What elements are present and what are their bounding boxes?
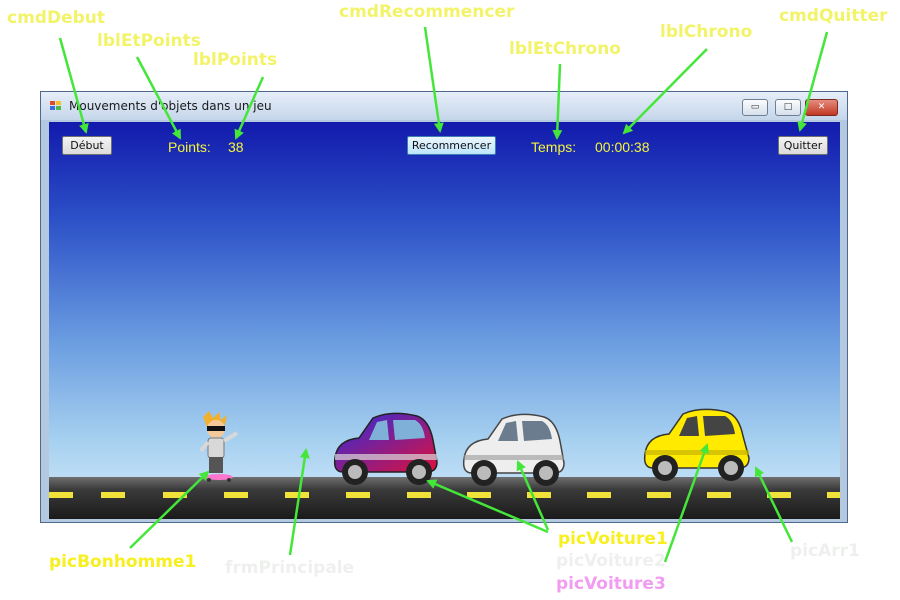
car-yellow — [643, 408, 750, 481]
recommencer-button[interactable]: Recommencer — [407, 136, 496, 155]
points-value: 38 — [228, 139, 244, 155]
app-window: Mouvements d'objets dans un jeu ▭ □ ✕ Dé… — [40, 91, 848, 523]
window-title: Mouvements d'objets dans un jeu — [69, 99, 272, 113]
maximize-button[interactable]: □ — [775, 99, 801, 116]
callout-lbletchrono: lblEtChrono — [509, 39, 621, 59]
close-button[interactable]: ✕ — [805, 99, 838, 116]
chrono-value: 00:00:38 — [595, 139, 650, 155]
title-bar[interactable]: Mouvements d'objets dans un jeu ▭ □ ✕ — [41, 92, 847, 120]
callout-picvoiture1: picVoiture1 — [558, 529, 668, 549]
minimize-button[interactable]: ▭ — [742, 99, 768, 116]
callout-cmddebut: cmdDebut — [7, 8, 105, 28]
callout-cmdquitter: cmdQuitter — [779, 6, 888, 26]
callout-picbonhomme1: picBonhomme1 — [49, 552, 197, 572]
debut-button[interactable]: Début — [62, 136, 112, 155]
callout-lblchrono: lblChrono — [660, 22, 753, 42]
callout-cmdrecommencer: cmdRecommencer — [339, 2, 515, 22]
callout-lbletpoints: lblEtPoints — [97, 31, 201, 51]
quitter-button[interactable]: Quitter — [778, 136, 828, 155]
callout-picvoiture3: picVoiture3 — [556, 574, 666, 594]
callout-lblpoints: lblPoints — [193, 50, 278, 70]
character-sprite — [199, 411, 239, 482]
callout-picvoiture2: picVoiture2 — [556, 551, 666, 571]
callout-frmprincipale: frmPrincipale — [225, 558, 355, 578]
points-label: Points: — [168, 139, 211, 155]
game-area: Début Points: 38 Recommencer Temps: 00:0… — [49, 122, 840, 519]
temps-label: Temps: — [531, 139, 577, 155]
callout-picarr1: picArr1 — [790, 541, 860, 561]
app-icon — [50, 101, 62, 111]
car-blue-red — [333, 412, 438, 485]
car-white — [462, 413, 565, 486]
